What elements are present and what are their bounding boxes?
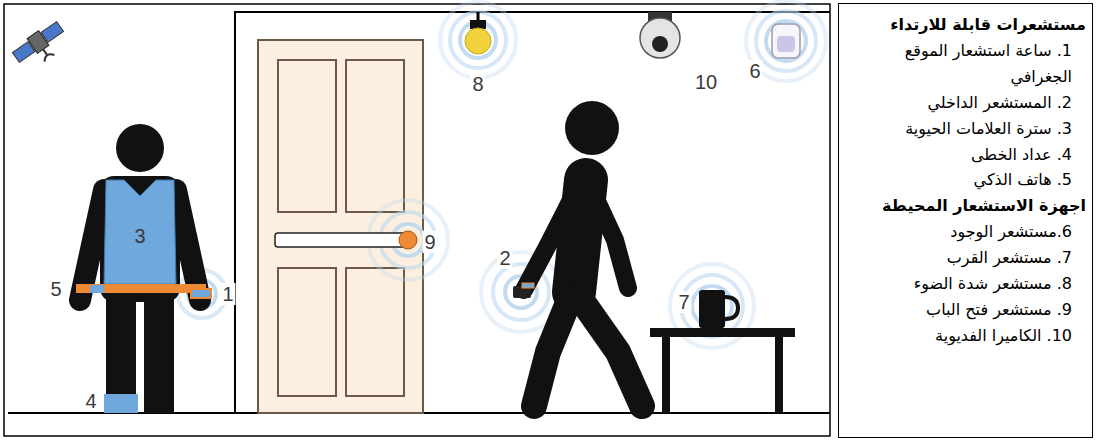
callout-number: 9	[422, 231, 437, 253]
sensor-item: 9. مستشعر فتح الباب	[845, 297, 1086, 323]
sensor-item: 6.مستشعر الوجود	[845, 219, 1086, 245]
sensor-item: 10. الكاميرا الفديوية	[845, 323, 1086, 349]
light-bulb	[465, 28, 491, 54]
sensor-item: 4. عداد الخطى	[845, 142, 1086, 168]
callout-number: 6	[747, 60, 762, 82]
belt	[76, 284, 206, 293]
room-wall	[235, 12, 830, 413]
head	[565, 101, 619, 155]
wave-ring	[746, 1, 826, 81]
cup-handle	[725, 297, 738, 319]
sensor-face	[777, 36, 795, 52]
table-leg	[662, 337, 670, 413]
arm	[80, 190, 104, 300]
door-sensor	[399, 231, 417, 249]
door-panel	[346, 268, 404, 396]
torso	[100, 176, 180, 302]
vitals-vest	[104, 180, 176, 284]
sensor-item: 8. مستشعر شدة الضوء	[845, 271, 1086, 297]
leg	[144, 295, 174, 413]
signal-waves	[178, 1, 826, 348]
leg	[580, 298, 642, 406]
arm	[176, 190, 200, 300]
door-panel	[278, 268, 336, 396]
leg	[534, 298, 570, 406]
group-heading: اجهزة الاستشعار المحيطة	[845, 193, 1086, 219]
presence-sensor	[772, 24, 800, 58]
callout-number: 7	[676, 291, 691, 313]
sensor-item: 1. ساعة استشعار الموقع الجغرافي	[845, 38, 1086, 90]
callout-number: 2	[497, 247, 512, 269]
camera-dome	[640, 18, 680, 58]
wave-ring	[450, 12, 506, 68]
arm	[590, 186, 628, 288]
callout-number: 1	[220, 283, 235, 305]
camera-lens	[652, 36, 668, 52]
wave-ring	[440, 2, 516, 78]
wave-ring	[766, 21, 806, 61]
callout-number: 5	[48, 278, 63, 300]
satellite-body	[27, 31, 49, 54]
satellite-dish	[38, 46, 54, 62]
table-top	[650, 328, 795, 337]
callout-number: 3	[132, 225, 147, 247]
sensor-item: 7. مستشعر القرب	[845, 245, 1086, 271]
inner-sensor	[522, 283, 534, 288]
sensor-item: 5. هاتف الذكي	[845, 167, 1086, 193]
pedometer-shoe	[104, 394, 138, 413]
group-heading: مستشعرات قابلة للارتداء	[845, 12, 1086, 38]
sensor-item: 3. سترة العلامات الحيوية	[845, 116, 1086, 142]
illustration-frame	[4, 4, 830, 436]
wearable-person	[76, 124, 211, 413]
arm	[524, 186, 578, 290]
door-handle	[275, 233, 408, 247]
phone-on-belt	[90, 285, 104, 293]
door-panel	[346, 60, 404, 212]
wave-ring	[756, 11, 816, 71]
satellite-icon	[11, 19, 72, 74]
callout-number: 4	[83, 390, 98, 412]
door	[258, 40, 423, 413]
callout-number: 10	[693, 71, 719, 93]
walking-person	[513, 101, 642, 406]
legend-panel: مستشعرات قابلة للارتداء1. ساعة استشعار ا…	[838, 3, 1093, 438]
cup	[699, 290, 725, 328]
watch	[191, 289, 211, 298]
door-panel	[278, 60, 336, 212]
callout-number: 8	[470, 73, 485, 95]
table-leg	[775, 337, 783, 413]
head	[116, 124, 164, 172]
sensor-item: 2. المستشعر الداخلي	[845, 90, 1086, 116]
